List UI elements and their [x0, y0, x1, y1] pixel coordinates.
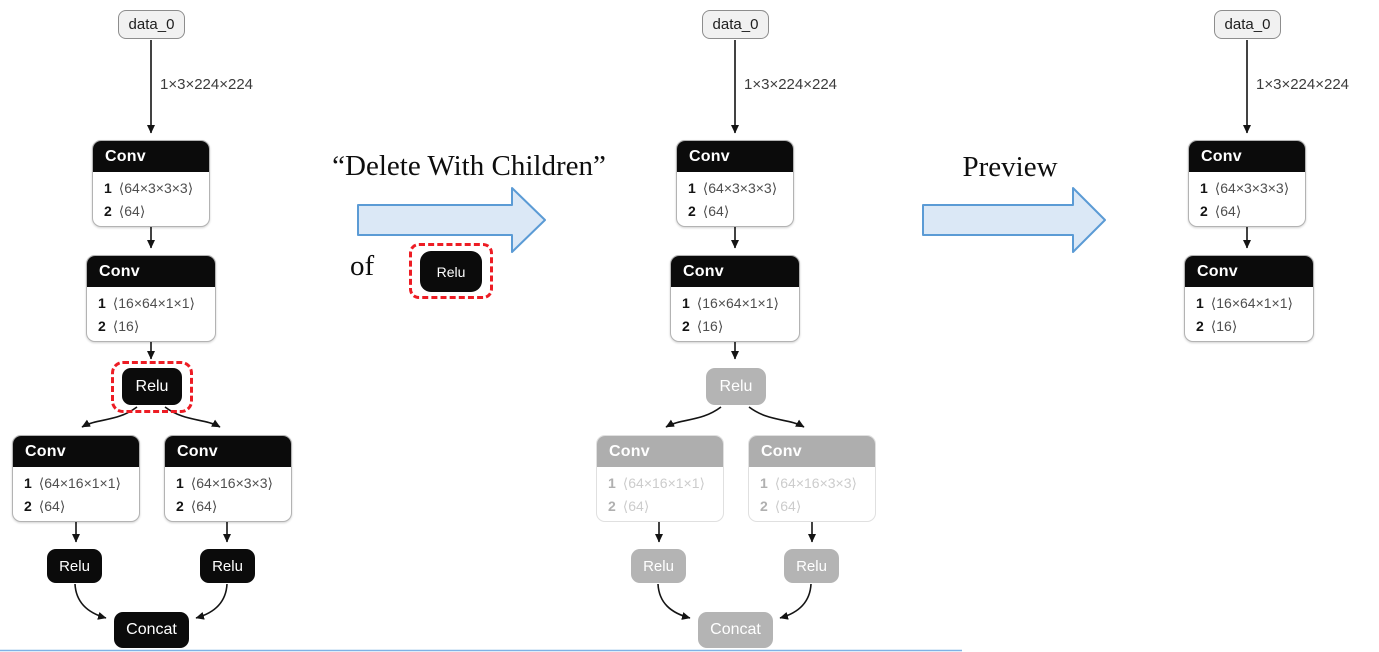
node-type-label: Conv [13, 436, 139, 467]
conv1-node[interactable]: Conv 1⟨64×3×3×3⟩ 2⟨64⟩ [676, 140, 794, 227]
conv2-node[interactable]: Conv 1⟨16×64×1×1⟩ 2⟨16⟩ [670, 255, 800, 342]
input-node-label: data_0 [1224, 16, 1271, 33]
param-row: 1⟨64×16×1×1⟩ [24, 475, 121, 491]
param-row: 1⟨64×3×3×3⟩ [688, 180, 778, 196]
conv1-node[interactable]: Conv 1⟨64×3×3×3⟩ 2⟨64⟩ [1188, 140, 1306, 227]
node-type-label: Conv [165, 436, 291, 467]
concat-node[interactable]: Concat [114, 612, 189, 648]
relu-left-node-dimmed[interactable]: Relu [631, 549, 686, 583]
param-row: 2⟨64⟩ [1200, 203, 1242, 219]
param-row: 2⟨64⟩ [104, 203, 146, 219]
action-caption: “Delete With Children” [332, 150, 606, 182]
param-row: 2⟨16⟩ [682, 318, 724, 334]
input-node[interactable]: data_0 [1214, 10, 1281, 39]
relu-node-selected[interactable]: Relu [122, 368, 182, 405]
relu-node-dimmed[interactable]: Relu [706, 368, 766, 405]
branch-conv-left-node-dimmed[interactable]: Conv 1⟨64×16×1×1⟩ 2⟨64⟩ [596, 435, 724, 522]
branch-conv-right-node-dimmed[interactable]: Conv 1⟨64×16×3×3⟩ 2⟨64⟩ [748, 435, 876, 522]
node-type-label: Conv [677, 141, 793, 172]
relu-right-node[interactable]: Relu [200, 549, 255, 583]
node-type-label: Conv [671, 256, 799, 287]
preview-arrow-icon [922, 187, 1106, 253]
node-type-label: Conv [1189, 141, 1305, 172]
action-node-highlight [409, 243, 493, 299]
conv2-node[interactable]: Conv 1⟨16×64×1×1⟩ 2⟨16⟩ [86, 255, 216, 342]
input-node[interactable]: data_0 [702, 10, 769, 39]
param-row: 1⟨64×3×3×3⟩ [1200, 180, 1290, 196]
node-type-label: Conv [1185, 256, 1313, 287]
param-row: 2⟨16⟩ [98, 318, 140, 334]
selected-node-highlight [111, 361, 193, 413]
param-row: 1⟨64×16×1×1⟩ [608, 475, 705, 491]
param-row: 2⟨64⟩ [176, 498, 218, 514]
node-type-label: Conv [93, 141, 209, 172]
branch-conv-right-node[interactable]: Conv 1⟨64×16×3×3⟩ 2⟨64⟩ [164, 435, 292, 522]
branch-conv-left-node[interactable]: Conv 1⟨64×16×1×1⟩ 2⟨64⟩ [12, 435, 140, 522]
param-row: 1⟨16×64×1×1⟩ [682, 295, 779, 311]
param-row: 1⟨64×3×3×3⟩ [104, 180, 194, 196]
input-node-label: data_0 [128, 16, 175, 33]
param-row: 2⟨16⟩ [1196, 318, 1238, 334]
concat-node-dimmed[interactable]: Concat [698, 612, 773, 648]
node-type-label: Conv [749, 436, 875, 467]
conv1-node[interactable]: Conv 1⟨64×3×3×3⟩ 2⟨64⟩ [92, 140, 210, 227]
preview-caption: Preview [962, 151, 1058, 183]
param-row: 1⟨16×64×1×1⟩ [1196, 295, 1293, 311]
conv2-node[interactable]: Conv 1⟨16×64×1×1⟩ 2⟨16⟩ [1184, 255, 1314, 342]
param-row: 1⟨64×16×3×3⟩ [176, 475, 273, 491]
node-type-label: Conv [87, 256, 215, 287]
param-row: 1⟨64×16×3×3⟩ [760, 475, 857, 491]
param-row: 2⟨64⟩ [24, 498, 66, 514]
param-row: 1⟨16×64×1×1⟩ [98, 295, 195, 311]
relu-right-node-dimmed[interactable]: Relu [784, 549, 839, 583]
param-row: 2⟨64⟩ [688, 203, 730, 219]
param-row: 2⟨64⟩ [760, 498, 802, 514]
action-relu-node: Relu [420, 251, 482, 292]
input-node-label: data_0 [712, 16, 759, 33]
edge-shape-label: 1×3×224×224 [744, 76, 838, 93]
relu-left-node[interactable]: Relu [47, 549, 102, 583]
param-row: 2⟨64⟩ [608, 498, 650, 514]
edge-shape-label: 1×3×224×224 [160, 76, 254, 93]
input-node[interactable]: data_0 [118, 10, 185, 39]
of-caption: of [350, 250, 375, 282]
edge-shape-label: 1×3×224×224 [1256, 76, 1350, 93]
node-type-label: Conv [597, 436, 723, 467]
